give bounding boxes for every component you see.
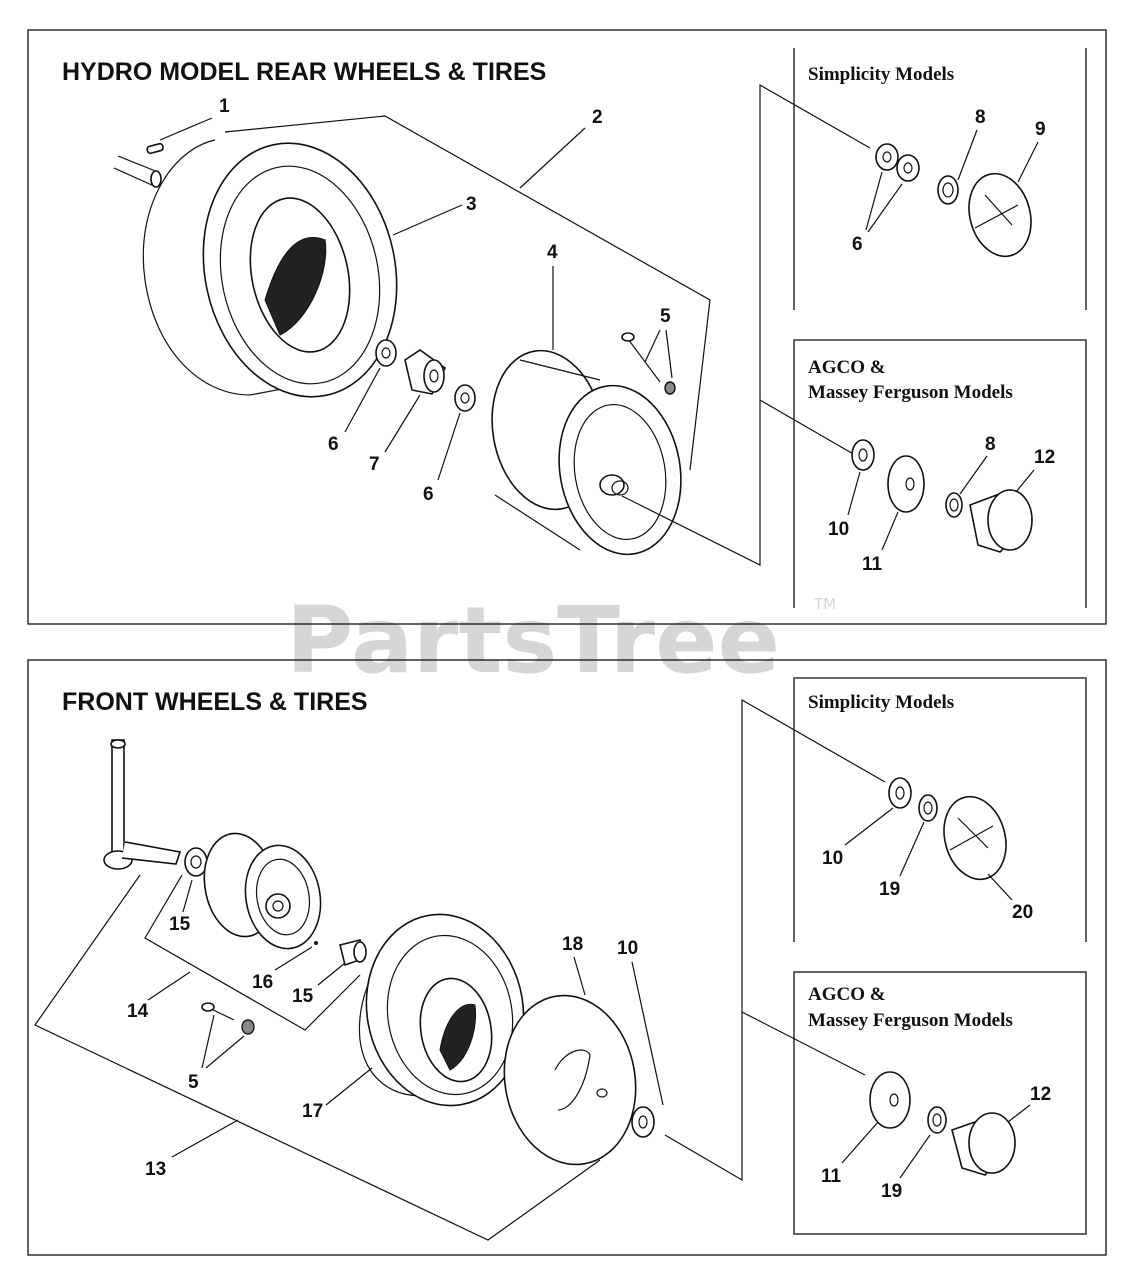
callout-18: 18 [562,934,583,955]
front-section-frame [27,659,1107,1256]
front-agco-title-1: AGCO & [808,984,886,1005]
watermark-trademark: TM [813,595,836,613]
front-section: FRONT WHEELS & TIRES [27,659,1107,1256]
callout-17: 17 [302,1101,323,1122]
rear-simplicity-callout-9: 9 [1035,119,1046,140]
rear-section: HYDRO MODEL REAR WHEELS & TIRES [27,29,1107,625]
rear-agco-callout-11: 11 [862,554,883,575]
callout-6b: 6 [423,484,434,505]
bushing-part [184,847,208,877]
rear-section-title: HYDRO MODEL REAR WHEELS & TIRES [62,58,546,86]
callout-14: 14 [127,1001,149,1022]
callout-13: 13 [145,1159,166,1180]
front-tire-part [358,913,525,1107]
callout-15b: 15 [292,986,314,1007]
callout-3: 3 [466,194,477,215]
callout-10-front: 10 [617,938,638,959]
front-section-title: FRONT WHEELS & TIRES [62,688,368,716]
callout-7: 7 [369,454,380,475]
front-rim-part [203,832,322,950]
callout-2: 2 [592,107,603,128]
front-agco-callout-11: 11 [821,1166,842,1187]
front-agco-callout-19: 19 [881,1181,902,1202]
bushing-part-2 [339,939,367,967]
callout-4: 4 [547,242,558,263]
inner-tube-part [503,994,637,1166]
rear-simplicity-callout-6: 6 [852,234,863,255]
watermark-text: PartsTree [286,587,780,694]
washer-part-2 [454,384,476,412]
spindle-part [103,739,182,870]
rear-section-frame [27,29,1107,625]
rear-agco-callout-12: 12 [1034,447,1055,468]
spacer-part [404,349,447,395]
rear-agco-box: AGCO & Massey Ferguson Models 8 12 10 11 [793,339,1087,608]
callout-16: 16 [252,972,273,993]
front-simplicity-callout-20: 20 [1012,902,1033,923]
rear-agco-callout-8: 8 [985,434,996,455]
callout-6: 6 [328,434,339,455]
callout-5-front: 5 [188,1072,199,1093]
washer-part [375,339,397,367]
front-simplicity-callout-10: 10 [822,848,843,869]
front-agco-title-2: Massey Ferguson Models [808,1010,1013,1031]
front-simplicity-box: Simplicity Models 10 19 20 [793,677,1087,942]
callout-5: 5 [660,306,671,327]
front-agco-box: AGCO & Massey Ferguson Models 12 11 19 [793,971,1087,1235]
rear-agco-title-1: AGCO & [808,357,886,378]
rear-simplicity-title: Simplicity Models [808,64,954,85]
front-simplicity-callout-19: 19 [879,879,900,900]
rear-simplicity-callout-8: 8 [975,107,986,128]
rear-simplicity-box: Simplicity Models 8 9 6 [793,48,1087,310]
front-washer-part [631,1106,655,1138]
rear-tire-part [142,139,398,398]
callout-1: 1 [219,96,230,117]
axle-key-part [113,142,164,188]
valve-stem-part [621,332,676,395]
front-agco-callout-12: 12 [1030,1084,1051,1105]
rear-agco-title-2: Massey Ferguson Models [808,382,1013,403]
rear-rim-part [491,349,682,556]
rear-agco-callout-10: 10 [828,519,849,540]
front-simplicity-title: Simplicity Models [808,692,954,713]
callout-15: 15 [169,914,191,935]
front-valve-stem-part [201,1002,255,1035]
